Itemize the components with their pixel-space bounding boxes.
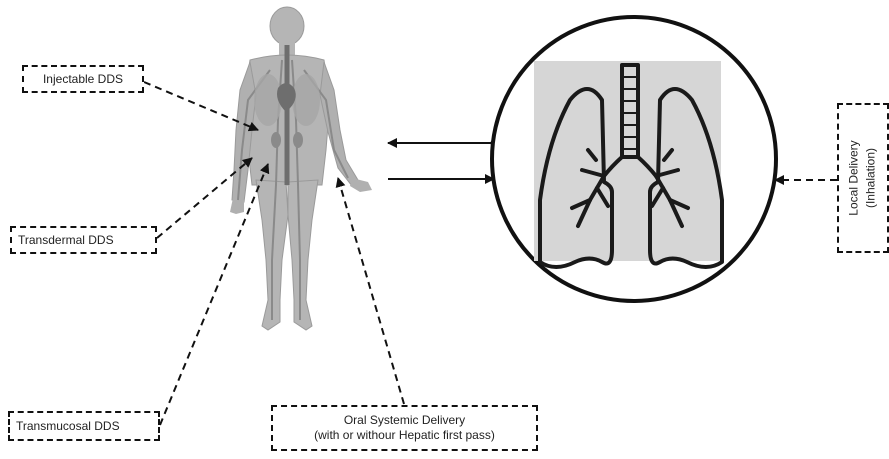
transdermal-dds-label: Transdermal DDS — [10, 226, 157, 254]
exchange-arrows — [388, 141, 497, 180]
human-body-icon — [230, 7, 372, 330]
transmucosal-dds-label: Transmucosal DDS — [8, 411, 160, 441]
local-delivery-label: Local Delivery (Inhalation) — [837, 103, 889, 253]
lungs-panel — [492, 17, 776, 301]
transdermal-dds-text: Transdermal DDS — [18, 233, 114, 248]
transmucosal-arrow — [160, 164, 268, 425]
injectable-dds-label: Injectable DDS — [22, 65, 144, 93]
local-delivery-line1: Local Delivery — [846, 140, 863, 215]
oral-arrow — [338, 178, 404, 404]
oral-delivery-line1: Oral Systemic Delivery — [344, 413, 465, 428]
local-delivery-line2: (Inhalation) — [863, 148, 880, 208]
transmucosal-dds-text: Transmucosal DDS — [16, 419, 120, 434]
injectable-dds-text: Injectable DDS — [43, 72, 123, 87]
oral-systemic-delivery-label: Oral Systemic Delivery (with or withour … — [271, 405, 538, 451]
oral-delivery-line2: (with or withour Hepatic first pass) — [314, 428, 495, 443]
